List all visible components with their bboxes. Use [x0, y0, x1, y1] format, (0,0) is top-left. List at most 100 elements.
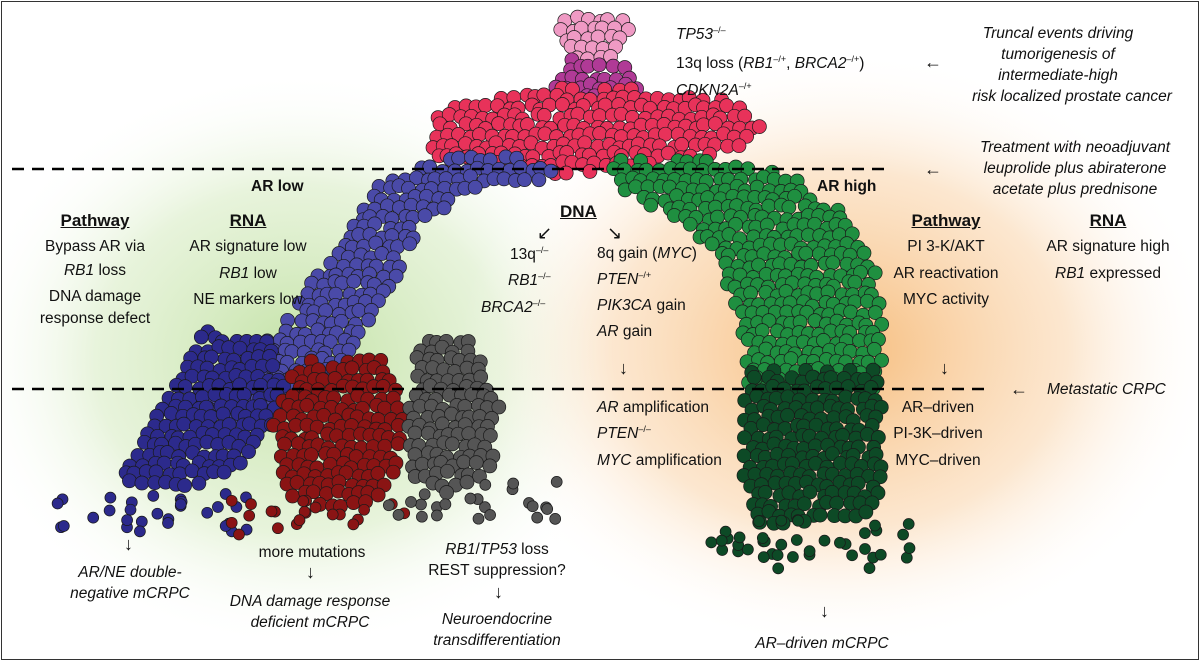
cell	[347, 518, 360, 531]
cell	[482, 458, 498, 474]
trunk-gene-cdkn2a: CDKN2A–/+	[676, 81, 752, 100]
ar-low-pathway-heading: Pathway	[60, 211, 130, 230]
cell	[265, 358, 281, 374]
cell	[439, 498, 452, 511]
ar-high-label: AR high	[817, 178, 877, 195]
ar-high-pathway-item-3: MYC activity	[902, 291, 990, 308]
cell	[370, 487, 386, 503]
cell	[859, 527, 871, 539]
cell	[176, 416, 192, 432]
ar-low-rna-line-3: NE markers low	[193, 291, 303, 308]
cell	[431, 509, 443, 522]
cell	[733, 531, 746, 544]
treatment-arrow: ←	[924, 159, 942, 179]
gray-pre-outcome-2: REST suppression?	[428, 562, 566, 579]
green-outcome-arrow: ↓	[820, 601, 829, 621]
cell	[346, 273, 362, 289]
cell	[704, 236, 720, 252]
cell	[51, 497, 64, 510]
cell	[902, 518, 915, 530]
cell	[303, 447, 319, 463]
dna-arrow-right: ↘	[607, 223, 623, 243]
cell	[184, 463, 200, 479]
metastatic-arrow: ←	[1010, 379, 1028, 399]
cell	[803, 545, 816, 557]
cell	[715, 534, 728, 547]
cell	[122, 473, 137, 489]
treatment-note-3: acetate plus prednisone	[992, 181, 1158, 198]
cell	[757, 551, 770, 563]
red-outcome-line-2: deficient mCRPC	[250, 614, 370, 631]
cell	[439, 485, 454, 500]
cell	[868, 305, 883, 320]
cell	[297, 495, 310, 507]
cap-cells	[553, 9, 636, 67]
cell	[418, 488, 431, 501]
cell	[134, 525, 146, 538]
cell	[57, 520, 70, 532]
blue-outcome-arrow: ↓	[124, 534, 133, 554]
cell	[591, 57, 607, 73]
cell	[456, 454, 472, 470]
cell	[436, 200, 452, 216]
ar-low-rna-line-1: AR signature low	[189, 238, 307, 255]
cell	[444, 436, 460, 452]
cell	[856, 245, 872, 261]
cell	[775, 514, 788, 527]
cell	[370, 466, 386, 481]
cell	[459, 474, 475, 490]
cell	[771, 549, 784, 561]
cell	[326, 508, 339, 521]
cell	[151, 507, 164, 520]
cell	[225, 494, 238, 507]
cell	[582, 164, 598, 179]
cell	[834, 536, 846, 549]
dna-left-13q: 13q–/–	[510, 245, 549, 264]
cell	[756, 532, 769, 544]
cell	[416, 510, 428, 523]
cell	[746, 369, 762, 385]
cell	[867, 265, 883, 281]
ar-high-rna-line-1: AR signature high	[1046, 238, 1170, 255]
cell	[121, 514, 133, 526]
cell	[796, 496, 812, 512]
cell	[802, 484, 818, 500]
cell	[272, 522, 284, 535]
cell	[790, 534, 803, 546]
cell	[731, 138, 747, 154]
cell	[361, 312, 376, 328]
cell	[531, 172, 547, 188]
cell	[147, 490, 160, 502]
met-pten-loss: PTEN–/–	[597, 424, 651, 443]
ar-low-pathway-line-3: DNA damage	[48, 288, 142, 305]
cell	[872, 469, 888, 485]
cell	[464, 492, 477, 505]
cell	[874, 352, 889, 368]
cell	[468, 455, 484, 470]
cell	[277, 436, 292, 452]
cell	[265, 505, 278, 518]
cell	[388, 268, 404, 284]
cell	[772, 562, 785, 575]
ar-low-pathway-line-4: response defect	[39, 310, 151, 327]
cell	[829, 495, 845, 511]
darkgreen-cells	[736, 362, 889, 531]
blue-tail-cells	[118, 324, 294, 493]
cell	[541, 503, 554, 515]
gray-pre-outcome-1: RB1/TP53 loss	[445, 541, 549, 558]
cell	[513, 160, 528, 175]
cell	[293, 514, 306, 526]
blue-outcome-line-1: AR/NE double-	[78, 564, 182, 581]
cell	[162, 517, 174, 529]
met-driven-2: PI-3K–driven	[893, 425, 983, 442]
dna-right-pik3ca: PIK3CA gain	[597, 297, 686, 314]
cell	[225, 516, 238, 529]
gray-outcome-line-2: transdifferentiation	[433, 632, 561, 649]
dna-left-rb1: RB1–/–	[508, 271, 551, 290]
cell	[417, 208, 433, 223]
cell	[592, 126, 607, 141]
gray-scatter-cells	[382, 476, 563, 525]
dna-down-arrow: ↓	[619, 358, 628, 378]
cell	[555, 97, 570, 112]
